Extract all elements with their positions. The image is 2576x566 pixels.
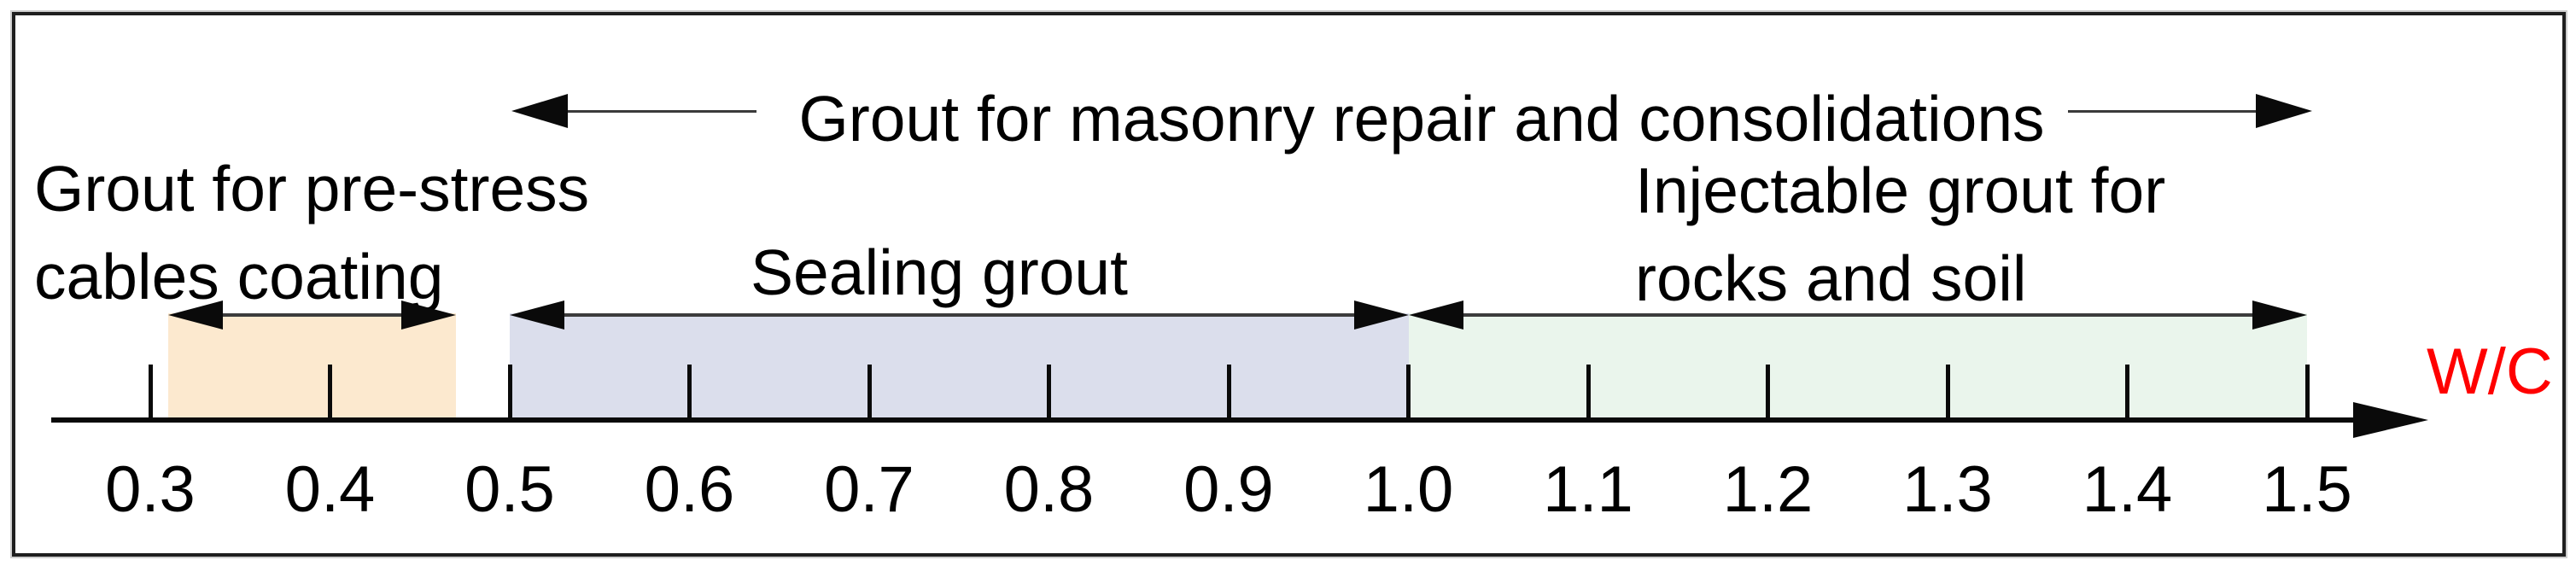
- region-injectable: [1408, 313, 2307, 418]
- axis-tick-label: 1.4: [2082, 453, 2173, 526]
- axis-tick: [1586, 365, 1591, 418]
- axis-tick: [867, 365, 872, 418]
- label-prestress-grout: Grout for pre-stress cables coating: [34, 145, 589, 321]
- axis-tick-label: 0.7: [824, 453, 914, 526]
- arrowhead-right-icon: [2252, 301, 2307, 330]
- arrowhead-left-icon: [511, 94, 568, 128]
- axis-tick-label: 1.0: [1363, 453, 1454, 526]
- masonry-range-left-arrow: [511, 94, 756, 128]
- axis-tick-label: 0.5: [464, 453, 555, 526]
- axis-tick-label: 1.5: [2262, 453, 2352, 526]
- range-arrow-prestress: [168, 299, 456, 331]
- arrow-shaft: [2068, 109, 2256, 113]
- axis-tick-label: 0.3: [105, 453, 196, 526]
- range-arrow-injectable: [1408, 299, 2307, 331]
- axis-tick: [687, 365, 692, 418]
- axis-line: [51, 417, 2367, 423]
- range-arrow-sealing: [510, 299, 1409, 331]
- diagram-frame: [12, 12, 2566, 557]
- axis-tick: [2304, 365, 2310, 418]
- axis-tick: [1945, 365, 1950, 418]
- axis-tick-label: 0.8: [1003, 453, 1095, 526]
- region-prestress: [168, 313, 456, 418]
- axis-tick-label: 0.9: [1183, 453, 1274, 526]
- arrowhead-right-icon: [1353, 301, 1409, 330]
- axis-tick-label: 1.2: [1722, 453, 1814, 526]
- axis-tick-label: 1.1: [1543, 453, 1633, 526]
- axis-tick: [328, 365, 332, 418]
- axis-tick: [2125, 365, 2129, 418]
- axis-tick: [1047, 365, 1051, 418]
- arrowhead-left-icon: [168, 301, 224, 330]
- arrowhead-left-icon: [1408, 301, 1463, 330]
- arrowhead-left-icon: [510, 301, 564, 330]
- axis-tick: [1406, 365, 1411, 418]
- arrowhead-right-icon: [2256, 94, 2312, 128]
- masonry-range-right-arrow: [2068, 94, 2312, 128]
- axis-tick-label: 0.6: [644, 453, 735, 526]
- arrow-shaft: [1463, 313, 2252, 317]
- axis-label: W/C: [2427, 336, 2553, 408]
- label-sealing-grout: Sealing grout: [751, 236, 1128, 308]
- label-injectable-grout: Injectable grout for rocks and soil: [1635, 147, 2165, 323]
- axis-tick-label: 1.3: [1902, 453, 1993, 526]
- axis-tick-label: 0.4: [284, 453, 376, 526]
- diagram-title: Grout for masonry repair and consolidati…: [798, 83, 2045, 155]
- axis-tick: [148, 365, 153, 418]
- arrow-shaft: [564, 313, 1354, 317]
- arrowhead-right-icon: [400, 301, 456, 330]
- axis-arrowhead-icon: [2353, 402, 2428, 438]
- region-sealing: [510, 313, 1409, 418]
- arrow-shaft: [223, 313, 401, 317]
- arrow-shaft: [568, 109, 756, 113]
- label-line: Grout for pre-stress: [34, 153, 590, 225]
- label-line: Injectable grout for: [1635, 155, 2166, 226]
- axis-tick: [1766, 365, 1770, 418]
- label-line: rocks and soil: [1635, 242, 2027, 314]
- axis-tick: [1226, 365, 1231, 418]
- label-line: cables coating: [34, 241, 444, 312]
- axis-tick: [507, 365, 512, 418]
